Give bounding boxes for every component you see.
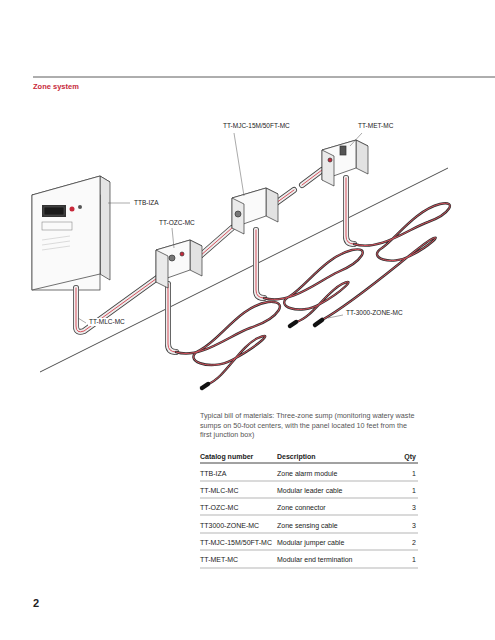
floor-edge — [40, 168, 448, 372]
bill-caption: Typical bill of materials: Three-zone su… — [200, 411, 418, 440]
table-cell: TT-MET-MC — [200, 556, 238, 564]
table-cell: Zone alarm module — [277, 470, 337, 478]
control-panel — [32, 176, 110, 290]
junction-box — [232, 188, 278, 234]
table-header: Qty — [404, 453, 416, 461]
part-callout: TT-OZC-MC — [158, 219, 196, 227]
table-cell: TT-MJC-15M/50FT-MC — [200, 539, 272, 547]
part-callout: TT-MLC-MC — [88, 318, 126, 326]
table-cell: Modular end termination — [277, 556, 353, 564]
table-cell: Zone sensing cable — [277, 522, 338, 530]
part-callout: TT-MET-MC — [357, 122, 394, 130]
leader-line — [78, 133, 362, 323]
table-cell: TT-OZC-MC — [200, 504, 239, 512]
junction-box — [156, 240, 202, 288]
table-cell: Modular leader cable — [277, 487, 342, 495]
table-cell: TT-MLC-MC — [200, 487, 239, 495]
table-cell: 3 — [412, 504, 416, 512]
table-cell: Modular jumper cable — [277, 539, 344, 547]
table-header: Catalog number — [200, 453, 253, 461]
table-cell: 1 — [412, 487, 416, 495]
table-cell: 1 — [412, 470, 416, 478]
table-cell: 1 — [412, 556, 416, 564]
table-header: Description — [277, 453, 316, 461]
conduits — [76, 170, 354, 352]
table-cell: TTB-IZA — [200, 470, 226, 478]
table-cell: TT3000-ZONE-MC — [200, 522, 259, 530]
table-rule — [200, 463, 418, 568]
table-cell: 2 — [412, 539, 416, 547]
page-number: 2 — [33, 597, 39, 610]
part-callout: TT-MJC-15M/50FT-MC — [222, 122, 291, 130]
table-cell: 3 — [412, 522, 416, 530]
top-rule — [33, 77, 495, 78]
junction-box — [322, 140, 368, 186]
table-cell: Zone connector — [277, 504, 326, 512]
part-callout: TTB-IZA — [133, 199, 160, 207]
part-callout: TT-3000-ZONE-MC — [345, 309, 404, 317]
section-title: Zone system — [33, 82, 79, 91]
sensing-cable — [176, 203, 450, 388]
